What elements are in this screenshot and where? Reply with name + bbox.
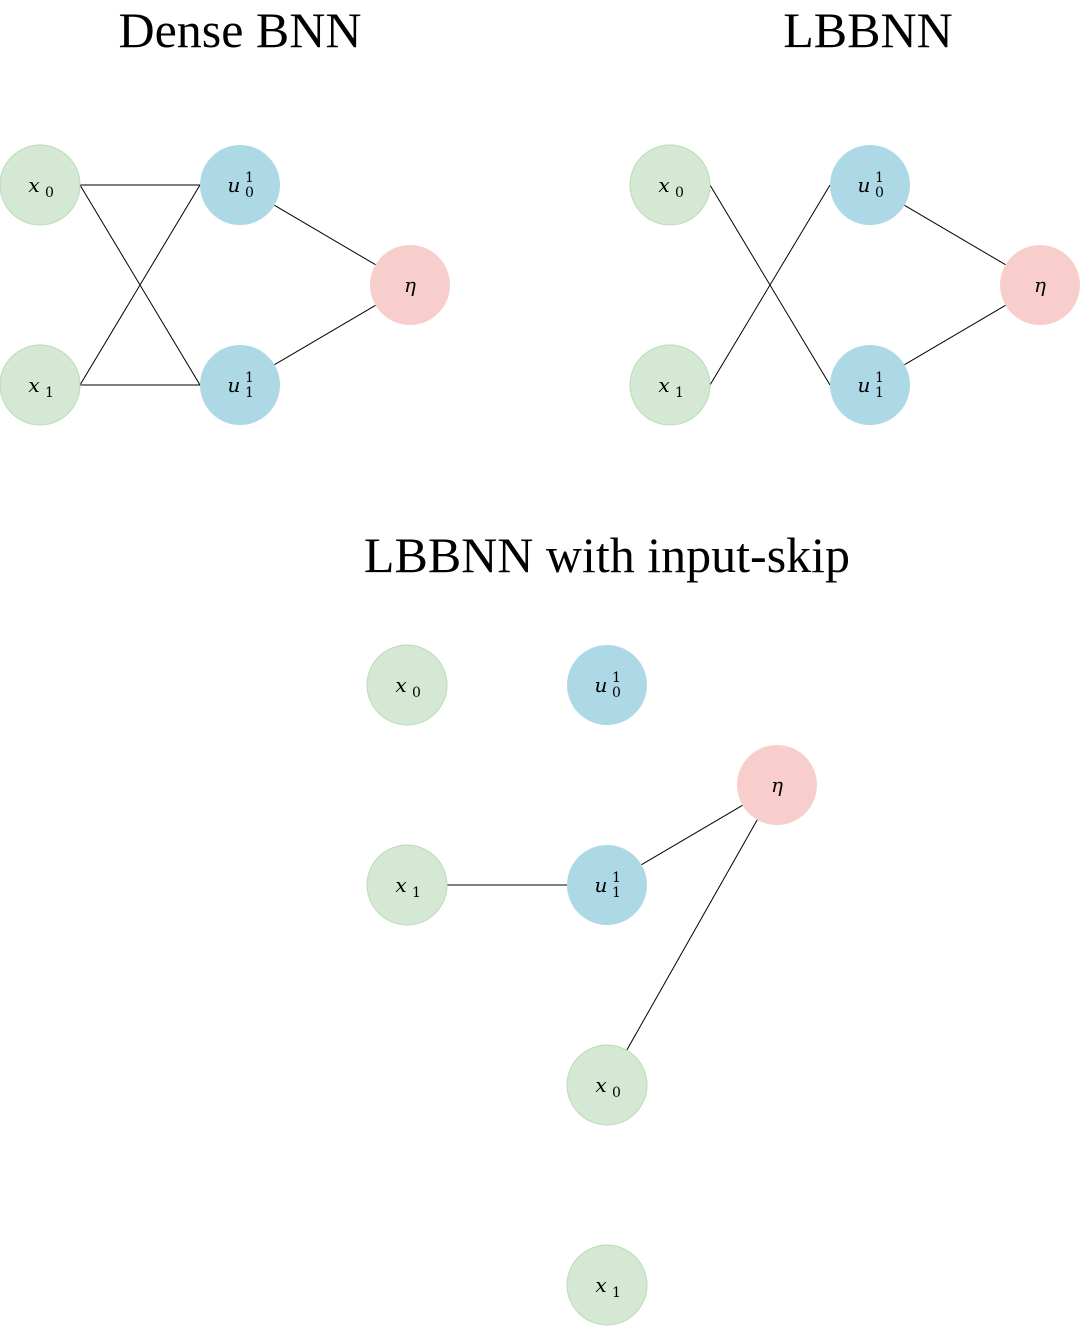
- skip-node-x0-subscript: 0: [412, 685, 421, 701]
- lbbnn-node-x0-subscript: 0: [675, 185, 684, 201]
- lbbnn-node-x0-label: x: [658, 173, 669, 197]
- dense-edge-x1-u0: [79, 184, 201, 386]
- dense-edge-u1-eta: [274, 304, 376, 366]
- lbbnn-node-x1-circle: [629, 344, 711, 426]
- dense-node-u1-superscript: 1: [245, 370, 254, 386]
- lbbnn-node-u0-label: u: [858, 173, 871, 197]
- lbbnn-edge-u1-eta: [904, 304, 1006, 366]
- dense-node-u0-superscript: 1: [245, 170, 254, 186]
- dense-node-u1-label: u: [228, 373, 241, 397]
- skip-node-eta: η: [737, 745, 817, 825]
- skip-node-x0b-label: x: [595, 1073, 606, 1097]
- dense-bnn-title: Dense BNN: [118, 2, 361, 58]
- dense-node-u1-subscript: 1: [245, 385, 254, 401]
- skip-node-u1-subscript: 1: [612, 885, 621, 901]
- lbbnn-title: LBBNN: [783, 2, 952, 58]
- skip-node-u1-circle: [567, 845, 647, 925]
- skip-node-u1-label: u: [595, 873, 608, 897]
- dense-node-x0-label: x: [28, 173, 39, 197]
- skip-node-x1-subscript: 1: [412, 885, 421, 901]
- lbbnn-node-u1-label: u: [858, 373, 871, 397]
- dense-node-u0-subscript: 0: [245, 185, 254, 201]
- dense-node-u1-circle: [200, 345, 280, 425]
- skip-node-u0-subscript: 0: [612, 685, 621, 701]
- dense-node-x1-label: x: [28, 373, 39, 397]
- skip-edge-x0b-eta: [626, 819, 758, 1051]
- lbbnn-node-u1-superscript: 1: [875, 370, 884, 386]
- skip-node-x1b-label: x: [595, 1273, 606, 1297]
- skip-node-x1-label: x: [395, 873, 406, 897]
- skip-node-u0-circle: [567, 645, 647, 725]
- lbbnn-node-u1-circle: [830, 345, 910, 425]
- lbbnn-node-x1-label: x: [658, 373, 669, 397]
- lbbnn-input-skip-title: LBBNN with input-skip: [364, 527, 850, 583]
- dense-node-x1-subscript: 1: [45, 385, 54, 401]
- dense-node-u0-label: u: [228, 173, 241, 197]
- skip-edge-u1-eta: [641, 804, 743, 866]
- dense-node-eta: η: [370, 245, 450, 325]
- dense-node-eta-label: η: [404, 273, 416, 297]
- skip-node-u0-superscript: 1: [612, 670, 621, 686]
- lbbnn-node-u0-subscript: 0: [875, 185, 884, 201]
- lbbnn-node-x1-subscript: 1: [675, 385, 684, 401]
- lbbnn-node-u0-superscript: 1: [875, 170, 884, 186]
- skip-node-eta-label: η: [771, 773, 783, 797]
- lbbnn-node-u1-subscript: 1: [875, 385, 884, 401]
- skip-node-x1b-subscript: 1: [612, 1285, 621, 1301]
- skip-node-x1b-circle: [566, 1244, 648, 1326]
- lbbnn-edge-u0-eta: [904, 204, 1006, 266]
- skip-node-x1-circle: [366, 844, 448, 926]
- dense-node-u0-circle: [200, 145, 280, 225]
- dense-node-x0-subscript: 0: [45, 185, 54, 201]
- lbbnn-node-eta-label: η: [1034, 273, 1046, 297]
- skip-node-x0-label: x: [395, 673, 406, 697]
- dense-edge-u0-eta: [274, 204, 376, 266]
- skip-node-u1-superscript: 1: [612, 870, 621, 886]
- lbbnn-node-x0-circle: [629, 144, 711, 226]
- lbbnn-node-eta: η: [1000, 245, 1080, 325]
- skip-node-x0b-circle: [566, 1044, 648, 1126]
- lbbnn-node-u0-circle: [830, 145, 910, 225]
- dense-node-eta-circle: [370, 245, 450, 325]
- skip-node-x0-circle: [366, 644, 448, 726]
- dense-node-x0-circle: [0, 144, 81, 226]
- skip-node-x0b-subscript: 0: [612, 1085, 621, 1101]
- lbbnn-node-eta-circle: [1000, 245, 1080, 325]
- lbbnn-edge-x1-u0: [709, 184, 831, 386]
- skip-node-eta-circle: [737, 745, 817, 825]
- edges-layer: [79, 184, 1006, 1051]
- dense-node-x1-circle: [0, 344, 81, 426]
- skip-node-u0-label: u: [595, 673, 608, 697]
